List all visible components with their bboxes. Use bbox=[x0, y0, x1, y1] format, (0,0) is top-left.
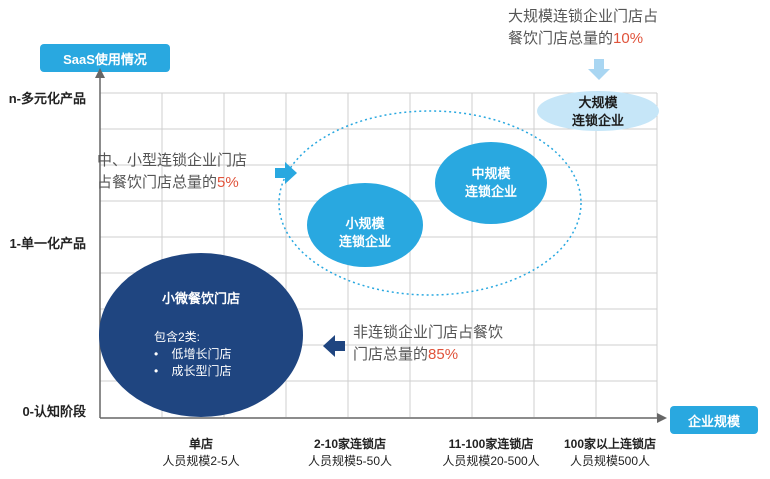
large-chain-bubble bbox=[537, 91, 659, 131]
micro-store-desc: 包含2类: • 低增长门店 • 成长型门店 bbox=[154, 329, 232, 380]
x-category-title: 单店 bbox=[188, 437, 213, 451]
small-chain-bubble bbox=[307, 183, 423, 267]
x-category-sub: 人员规模2-5人 bbox=[162, 454, 240, 468]
left-arrow-icon bbox=[323, 335, 345, 357]
micro-store-bubble bbox=[99, 253, 303, 417]
x-category-2: 2-10家连锁店 人员规模5-50人 bbox=[285, 435, 415, 469]
large-chain-label: 大规模连锁企业 bbox=[571, 95, 624, 128]
highlight-value: 85% bbox=[428, 346, 459, 363]
y-level-0: 0-认知阶段 bbox=[22, 404, 86, 419]
x-axis-badge: 企业规模 bbox=[670, 406, 758, 434]
small-chain-label: 小规模连锁企业 bbox=[338, 216, 391, 249]
y-level-1: 1-单一化产品 bbox=[9, 236, 86, 251]
x-category-sub: 人员规模5-50人 bbox=[307, 454, 393, 468]
mid-chain-label: 中规模连锁企业 bbox=[464, 166, 517, 199]
x-category-1: 单店 人员规模2-5人 bbox=[136, 435, 266, 469]
callout-non-chain: 非连锁企业门店占餐饮 门店总量的85% bbox=[353, 324, 504, 363]
x-category-sub: 人员规模500人 bbox=[569, 454, 651, 468]
x-category-4: 100家以上连锁店 人员规模500人 bbox=[545, 435, 675, 469]
x-category-title: 11-100家连锁店 bbox=[448, 437, 534, 451]
y-level-n: n-多元化产品 bbox=[8, 91, 86, 106]
micro-store-title: 小微餐饮门店 bbox=[161, 291, 240, 306]
right-arrow-icon bbox=[275, 162, 297, 184]
list-item: • 成长型门店 bbox=[154, 364, 232, 378]
mid-chain-bubble bbox=[435, 142, 547, 224]
callout-large-chain: 大规模连锁企业门店占 餐饮门店总量的10% bbox=[508, 8, 659, 47]
x-category-title: 100家以上连锁店 bbox=[563, 437, 657, 451]
down-arrow-icon bbox=[588, 59, 610, 80]
highlight-value: 10% bbox=[613, 30, 644, 47]
x-category-sub: 人员规模20-500人 bbox=[442, 454, 540, 468]
x-category-title: 2-10家连锁店 bbox=[313, 437, 387, 451]
highlight-value: 5% bbox=[217, 174, 239, 191]
callout-small-mid-chain: 中、小型连锁企业门店 占餐饮门店总量的5% bbox=[97, 152, 248, 191]
small-mid-group-outline bbox=[278, 110, 582, 296]
x-category-3: 11-100家连锁店 人员规模20-500人 bbox=[426, 435, 556, 469]
list-item: • 低增长门店 bbox=[154, 347, 232, 361]
micro-store-desc-head: 包含2类: bbox=[154, 330, 201, 344]
y-axis-badge: SaaS使用情况 bbox=[40, 44, 170, 72]
